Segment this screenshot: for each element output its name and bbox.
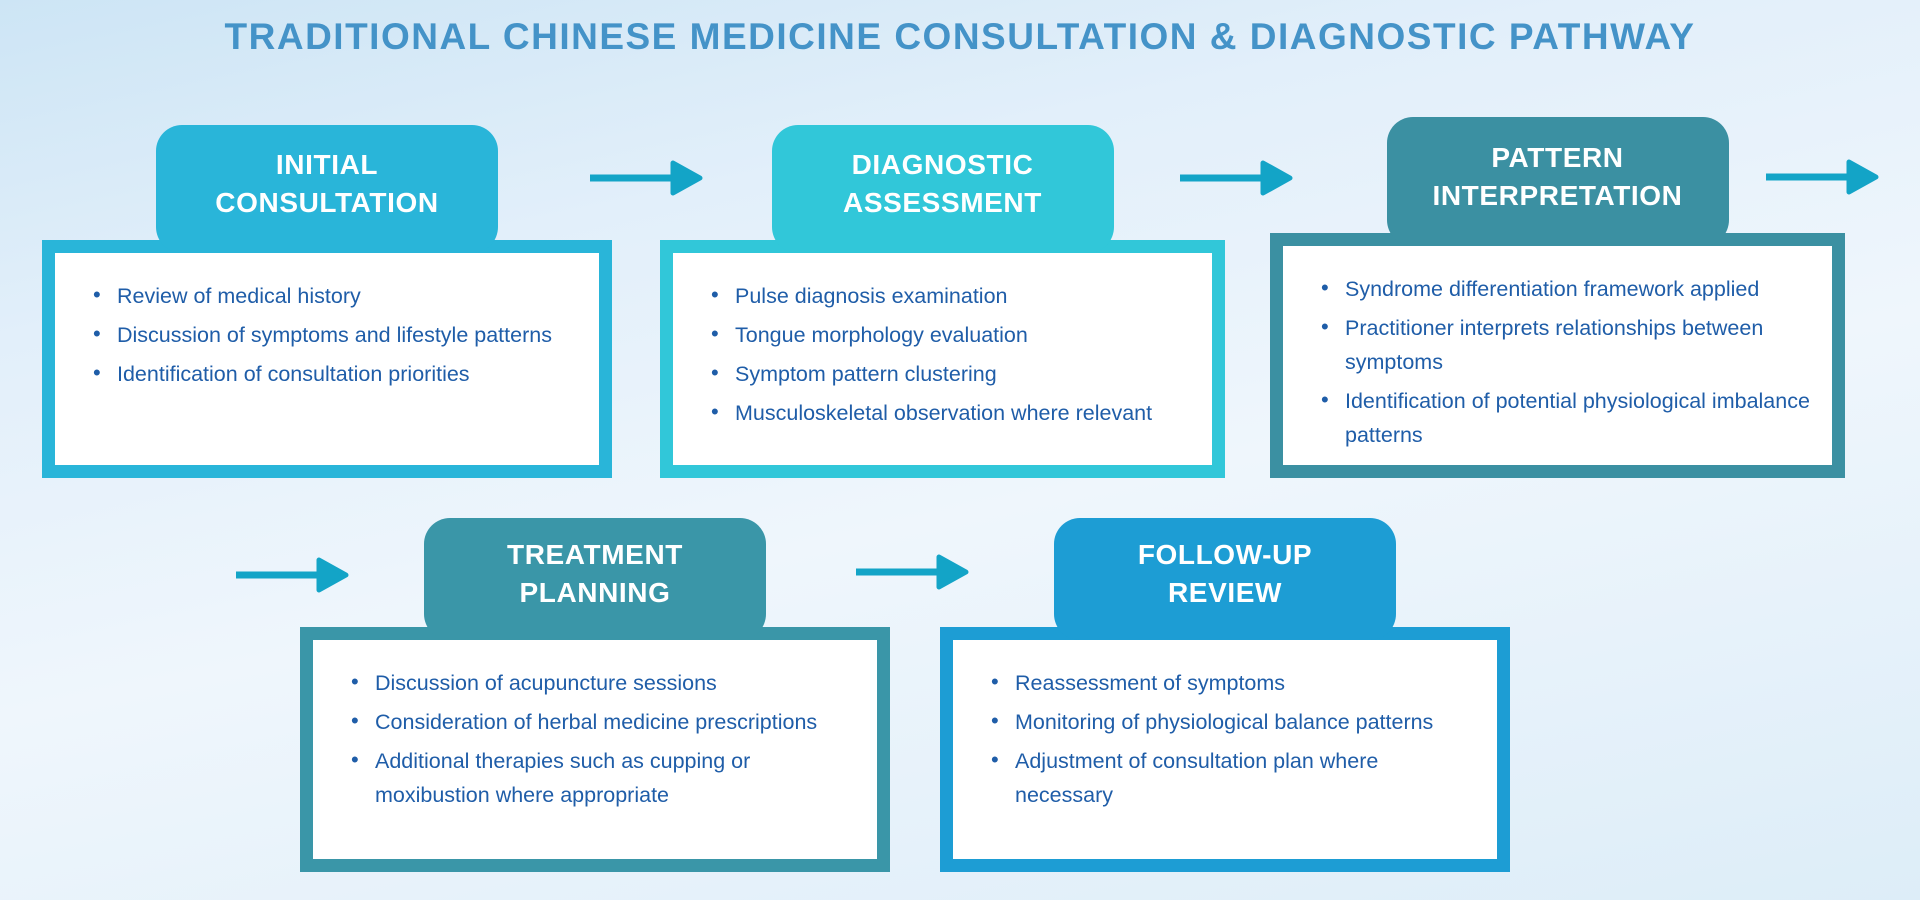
stage-title-line: TREATMENT (507, 539, 683, 570)
flow-arrow-icon (236, 557, 349, 593)
stage-detail-box: Discussion of acupuncture sessions Consi… (300, 627, 890, 872)
bullet-item: Tongue morphology evaluation (711, 317, 1196, 352)
stage-header-tab: DIAGNOSTIC ASSESSMENT (771, 125, 1114, 253)
stage-title-line: REVIEW (1167, 577, 1283, 608)
stage-title-line: DIAGNOSTIC (851, 149, 1034, 180)
stage-card-follow-up-review: FOLLOW-UP REVIEW Reassessment of symptom… (940, 518, 1510, 872)
bullet-list: Pulse diagnosis examination Tongue morph… (673, 253, 1212, 430)
bullet-item: Monitoring of physiological balance patt… (991, 704, 1481, 739)
stage-title-line: PATTERN (1491, 141, 1624, 173)
stage-title-line: ASSESSMENT (843, 187, 1042, 218)
stage-card-diagnostic-assessment: DIAGNOSTIC ASSESSMENT Pulse diagnosis ex… (660, 125, 1225, 478)
stage-title-line: PLANNING (519, 577, 671, 608)
page-title: TRADITIONAL CHINESE MEDICINE CONSULTATIO… (224, 16, 1696, 57)
stage-title-line: CONSULTATION (215, 187, 439, 218)
stage-detail-box: Pulse diagnosis examination Tongue morph… (660, 240, 1225, 478)
flow-arrow-icon (856, 554, 969, 590)
stage-detail-box: Reassessment of symptoms Monitoring of p… (940, 627, 1510, 872)
stage-header-tab: INITIAL CONSULTATION (156, 125, 498, 253)
stage-header-tab: PATTERN INTERPRETATION (1386, 117, 1729, 246)
stage-title-line: INTERPRETATION (1432, 179, 1683, 211)
bullet-list: Discussion of acupuncture sessions Consi… (313, 640, 877, 812)
bullet-list: Reassessment of symptoms Monitoring of p… (953, 640, 1497, 812)
bullet-item: Adjustment of consultation plan where ne… (991, 743, 1481, 812)
stage-card-initial-consultation: INITIAL CONSULTATION Review of medical h… (42, 125, 612, 478)
bullet-list: Syndrome differentiation framework appli… (1283, 246, 1832, 452)
stage-card-pattern-interpretation: PATTERN INTERPRETATION Syndrome differen… (1270, 117, 1845, 478)
bullet-item: Pulse diagnosis examination (711, 278, 1196, 313)
stage-title-line: FOLLOW-UP (1137, 539, 1313, 570)
bullet-item: Consideration of herbal medicine prescri… (351, 704, 861, 739)
bullet-item: Syndrome differentiation framework appli… (1321, 271, 1816, 306)
stage-detail-box: Review of medical history Discussion of … (42, 240, 612, 478)
bullet-item: Identification of consultation prioritie… (93, 356, 583, 391)
flow-arrow-icon (1766, 159, 1879, 195)
stage-header-tab: TREATMENT PLANNING (424, 518, 766, 640)
bullet-item: Practitioner interprets relationships be… (1321, 310, 1816, 379)
stage-title-line: INITIAL (275, 149, 379, 180)
bullet-item: Identification of potential physiologica… (1321, 383, 1816, 452)
bullet-item: Symptom pattern clustering (711, 356, 1196, 391)
bullet-item: Reassessment of symptoms (991, 665, 1481, 700)
stage-card-treatment-planning: TREATMENT PLANNING Discussion of acupunc… (300, 518, 890, 872)
stage-detail-box: Syndrome differentiation framework appli… (1270, 233, 1845, 478)
stage-header-tab: FOLLOW-UP REVIEW (1054, 518, 1396, 640)
flow-arrow-icon (1180, 160, 1293, 196)
bullet-item: Additional therapies such as cupping or … (351, 743, 861, 812)
bullet-item: Musculoskeletal observation where releva… (711, 395, 1196, 430)
bullet-list: Review of medical history Discussion of … (55, 253, 599, 391)
bullet-item: Discussion of acupuncture sessions (351, 665, 861, 700)
bullet-item: Review of medical history (93, 278, 583, 313)
bullet-item: Discussion of symptoms and lifestyle pat… (93, 317, 583, 352)
flow-arrow-icon (590, 160, 703, 196)
